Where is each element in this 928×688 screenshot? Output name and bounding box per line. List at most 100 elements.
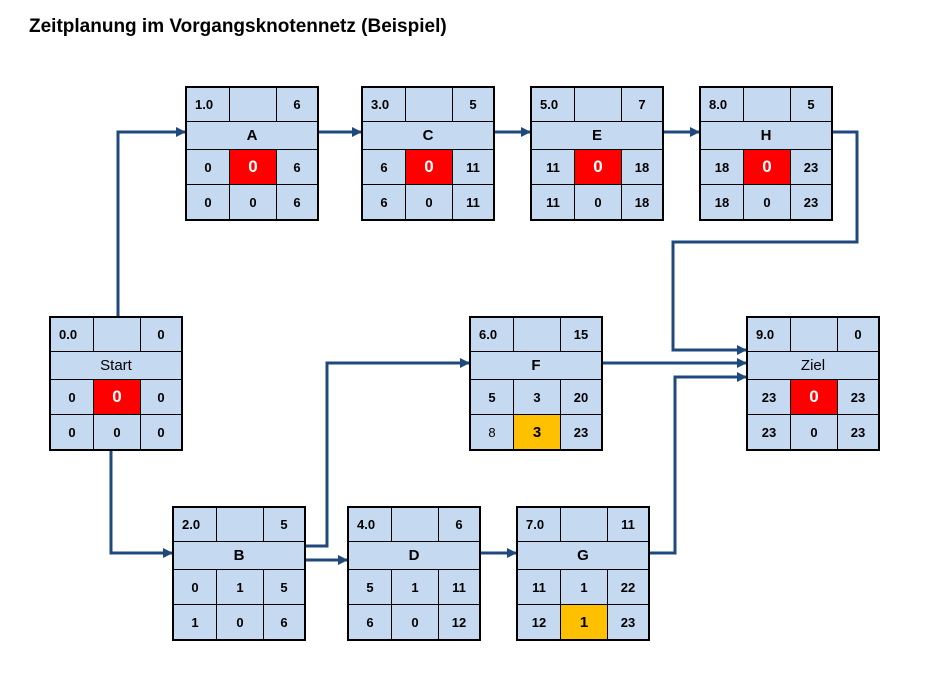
arrow-h-ziel: [671, 130, 859, 355]
arrow-start-a: [116, 127, 186, 316]
node-ziel-blank: [791, 318, 837, 351]
node-e-early-finish: 18: [622, 150, 662, 184]
node-a-late-finish: 6: [277, 185, 317, 219]
node-h-late-finish: 23: [791, 185, 831, 219]
node-start-free-float: 0: [94, 415, 140, 449]
node-c-early-finish: 11: [453, 150, 493, 184]
node-d-free-float: 0: [392, 605, 438, 639]
node-c-name: C: [363, 122, 493, 149]
node-f-duration: 15: [561, 318, 601, 351]
node-g-code: 7.0: [518, 508, 560, 541]
node-h-name: H: [701, 122, 831, 149]
node-ziel-total-float: 0: [791, 380, 837, 414]
node-b-late-start: 1: [174, 605, 216, 639]
node-start: 0.0 0 Start 0 0 0 0 0 0: [49, 316, 183, 451]
node-c-code: 3.0: [363, 88, 405, 121]
node-c-free-float: 0: [406, 185, 452, 219]
node-g-free-float: 1: [561, 605, 607, 639]
node-b-duration: 5: [264, 508, 304, 541]
node-ziel-late-start: 23: [748, 415, 790, 449]
node-b-late-finish: 6: [264, 605, 304, 639]
node-start-name: Start: [51, 352, 181, 379]
node-b: 2.0 5 B 0 1 5 1 0 6: [172, 506, 306, 641]
node-ziel-late-finish: 23: [838, 415, 878, 449]
node-ziel-free-float: 0: [791, 415, 837, 449]
node-d-name: D: [349, 542, 479, 569]
node-ziel-name: Ziel: [748, 352, 878, 379]
node-start-early-finish: 0: [141, 380, 181, 414]
node-a-name: A: [187, 122, 317, 149]
node-start-total-float: 0: [94, 380, 140, 414]
node-d-blank: [392, 508, 438, 541]
arrow-g-ziel: [647, 372, 747, 555]
node-h-duration: 5: [791, 88, 831, 121]
node-f-blank: [514, 318, 560, 351]
node-h-free-float: 0: [744, 185, 790, 219]
arrow-b-f: [301, 358, 470, 548]
page-title: Zeitplanung im Vorgangsknotennetz (Beisp…: [29, 16, 447, 37]
node-h-late-start: 18: [701, 185, 743, 219]
arrow-start-b: [109, 446, 173, 558]
node-start-code: 0.0: [51, 318, 93, 351]
node-b-early-start: 0: [174, 570, 216, 604]
node-c-total-float: 0: [406, 150, 452, 184]
node-d-early-start: 5: [349, 570, 391, 604]
node-g-early-finish: 22: [608, 570, 648, 604]
node-e-name: E: [532, 122, 662, 149]
node-h-blank: [744, 88, 790, 121]
node-e-late-finish: 18: [622, 185, 662, 219]
node-start-late-start: 0: [51, 415, 93, 449]
node-c-duration: 5: [453, 88, 493, 121]
node-d-late-finish: 12: [439, 605, 479, 639]
node-a-duration: 6: [277, 88, 317, 121]
node-b-code: 2.0: [174, 508, 216, 541]
node-d-total-float: 1: [392, 570, 438, 604]
node-f-free-float: 3: [514, 415, 560, 449]
node-e-free-float: 0: [575, 185, 621, 219]
node-start-duration: 0: [141, 318, 181, 351]
node-e-total-float: 0: [575, 150, 621, 184]
node-f-early-finish: 20: [561, 380, 601, 414]
node-ziel-early-finish: 23: [838, 380, 878, 414]
node-h: 8.0 5 H 18 0 23 18 0 23: [699, 86, 833, 221]
node-a-early-finish: 6: [277, 150, 317, 184]
node-g-late-finish: 23: [608, 605, 648, 639]
node-b-early-finish: 5: [264, 570, 304, 604]
node-b-free-float: 0: [217, 605, 263, 639]
node-ziel-duration: 0: [838, 318, 878, 351]
node-h-code: 8.0: [701, 88, 743, 121]
node-h-early-finish: 23: [791, 150, 831, 184]
node-d-code: 4.0: [349, 508, 391, 541]
node-g-name: G: [518, 542, 648, 569]
node-c-early-start: 6: [363, 150, 405, 184]
node-h-early-start: 18: [701, 150, 743, 184]
node-d-early-finish: 11: [439, 570, 479, 604]
node-f: 6.0 15 F 5 3 20 8 3 23: [469, 316, 603, 451]
node-a-code: 1.0: [187, 88, 229, 121]
node-h-total-float: 0: [744, 150, 790, 184]
node-a-blank: [230, 88, 276, 121]
node-c-late-finish: 11: [453, 185, 493, 219]
node-ziel: 9.0 0 Ziel 23 0 23 23 0 23: [746, 316, 880, 451]
node-f-early-start: 5: [471, 380, 513, 414]
node-g-early-start: 11: [518, 570, 560, 604]
node-a-late-start: 0: [187, 185, 229, 219]
node-start-late-finish: 0: [141, 415, 181, 449]
node-f-code: 6.0: [471, 318, 513, 351]
node-a-total-float: 0: [230, 150, 276, 184]
node-c: 3.0 5 C 6 0 11 6 0 11: [361, 86, 495, 221]
node-g-blank: [561, 508, 607, 541]
node-e-duration: 7: [622, 88, 662, 121]
node-d-late-start: 6: [349, 605, 391, 639]
node-e-code: 5.0: [532, 88, 574, 121]
node-e-late-start: 11: [532, 185, 574, 219]
node-c-late-start: 6: [363, 185, 405, 219]
node-f-name: F: [471, 352, 601, 379]
node-e: 5.0 7 E 11 0 18 11 0 18: [530, 86, 664, 221]
node-f-total-float: 3: [514, 380, 560, 414]
node-a: 1.0 6 A 0 0 6 0 0 6: [185, 86, 319, 221]
node-b-name: B: [174, 542, 304, 569]
node-ziel-code: 9.0: [748, 318, 790, 351]
node-g-duration: 11: [608, 508, 648, 541]
